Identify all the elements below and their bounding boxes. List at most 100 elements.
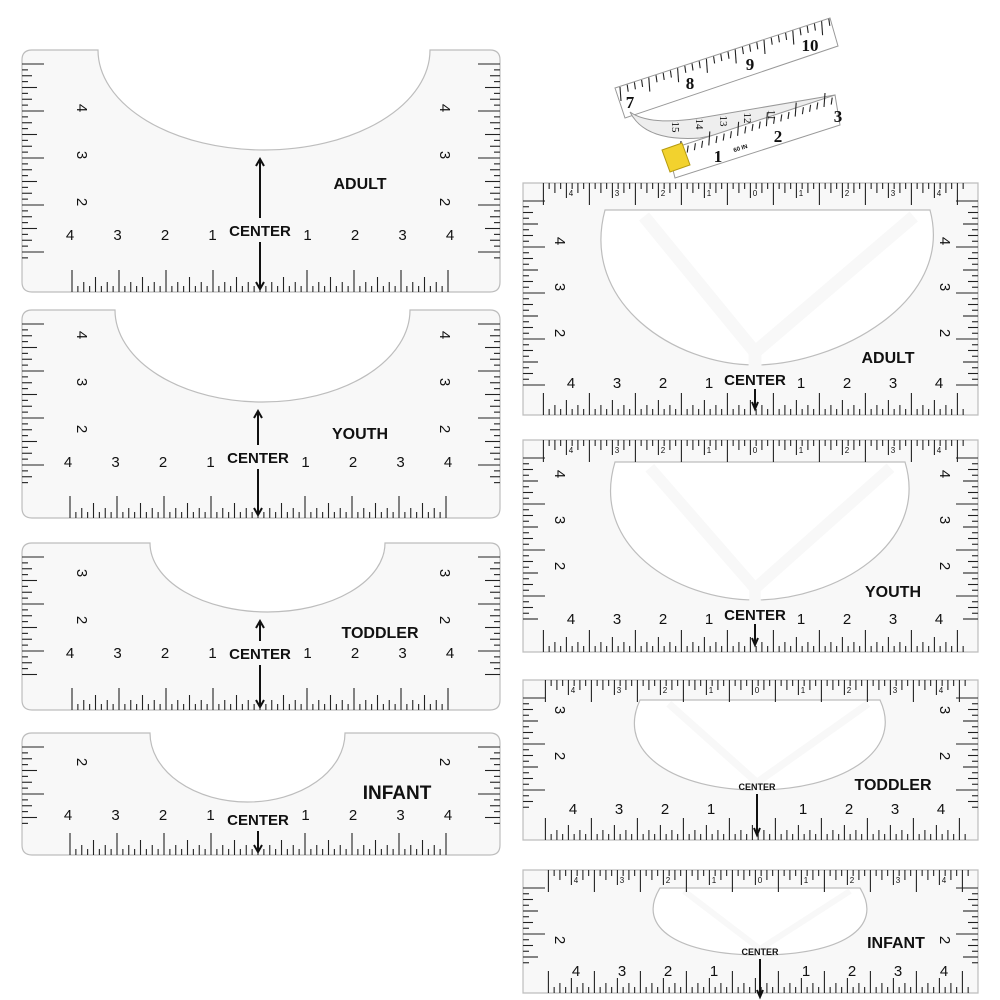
tape-number: 11: [765, 110, 777, 121]
scale-number: 4: [446, 227, 454, 244]
tape-tick: [816, 102, 819, 110]
tape-tick: [799, 28, 802, 36]
top-scale-number: 2: [663, 686, 668, 695]
scale-number: 1: [799, 801, 807, 818]
size-label: YOUTH: [332, 426, 388, 443]
scale-number: 4: [446, 645, 454, 662]
scale-number: 3: [398, 645, 406, 662]
tape-metal-tip: [661, 142, 691, 173]
scale-number: 1: [710, 963, 718, 980]
tape-tick: [751, 123, 754, 132]
top-scale-number: 3: [893, 686, 898, 695]
tape-tick: [727, 51, 730, 59]
side-number: 3: [73, 569, 90, 577]
scale-number: 1: [301, 807, 309, 824]
size-label: YOUTH: [865, 584, 921, 601]
arrow-up-icon: [255, 618, 265, 641]
side-number: 4: [436, 331, 453, 339]
ruler-body: [21, 309, 501, 519]
scale-number: 4: [567, 375, 575, 392]
tape-number: 9: [746, 55, 755, 74]
scale-number: 3: [111, 807, 119, 824]
scale-number: 3: [396, 807, 404, 824]
top-scale-number: 2: [847, 686, 852, 695]
tape-number: 3: [834, 107, 843, 126]
scale-number: 3: [889, 375, 897, 392]
center-label: CENTER: [227, 450, 289, 467]
side-number: 4: [936, 237, 953, 245]
scale-number: 3: [894, 963, 902, 980]
tape-tick: [749, 44, 752, 52]
size-label: ADULT: [861, 350, 914, 367]
side-number: 2: [936, 329, 953, 337]
top-scale-number: 2: [666, 876, 671, 885]
top-scale-number: 4: [574, 876, 579, 885]
arrow-down-icon: [253, 469, 263, 518]
side-number: 3: [436, 378, 453, 386]
scale-number: 2: [659, 375, 667, 392]
tape-number: 14: [693, 119, 705, 131]
top-scale-number: 3: [615, 446, 620, 455]
tape-tick: [737, 121, 740, 136]
side-number: 2: [936, 936, 953, 944]
tape-tick: [720, 54, 723, 62]
size-label: TODDLER: [341, 625, 418, 642]
side-number: 3: [551, 283, 568, 291]
scale-number: 2: [351, 645, 359, 662]
side-number: 3: [73, 151, 90, 159]
scale-number: 3: [113, 227, 121, 244]
tape-number: 12: [741, 113, 753, 124]
tape-tick: [828, 18, 831, 26]
top-scale-number: 1: [804, 876, 809, 885]
ruler-body: [21, 732, 501, 856]
top-scale-number: 0: [758, 876, 763, 885]
top-scale-number: 1: [707, 446, 712, 455]
center-label: CENTER: [741, 947, 779, 957]
side-number: 3: [73, 378, 90, 386]
side-number: 3: [936, 516, 953, 524]
side-number: 3: [551, 706, 568, 714]
side-number: 4: [73, 104, 90, 112]
tape-tick: [633, 82, 636, 90]
side-number: 3: [551, 516, 568, 524]
tape-tick: [744, 126, 747, 134]
top-scale-number: 0: [755, 686, 760, 695]
arrow-down-icon: [753, 794, 761, 838]
scale-number: 1: [208, 645, 216, 662]
side-number: 3: [436, 151, 453, 159]
tape-tick: [741, 46, 744, 55]
top-scale-number: 1: [799, 446, 804, 455]
side-number: 2: [73, 616, 90, 624]
top-scale-number: 3: [896, 876, 901, 885]
scale-number: 4: [444, 807, 452, 824]
top-scale-number: 4: [937, 446, 942, 455]
tape-number: 2: [774, 127, 783, 146]
side-number: 2: [73, 198, 90, 206]
tape-number: 7: [626, 93, 635, 112]
scale-number: 2: [661, 801, 669, 818]
scale-number: 2: [351, 227, 359, 244]
tape-tick: [813, 23, 816, 31]
top-scale-number: 4: [937, 189, 942, 198]
side-number: 2: [436, 616, 453, 624]
tape-tick: [773, 116, 776, 124]
arrow-down-icon: [253, 831, 263, 855]
center-label: CENTER: [227, 812, 289, 829]
center-label: CENTER: [724, 372, 786, 389]
side-number: 4: [551, 237, 568, 245]
scale-number: 1: [802, 963, 810, 980]
arrow-down-icon: [255, 665, 265, 710]
tape-tick: [669, 70, 672, 78]
scale-number: 1: [208, 227, 216, 244]
scale-number: 2: [664, 963, 672, 980]
v-guide-bar: [682, 888, 852, 953]
tape-tick: [686, 145, 689, 153]
tape-tick: [655, 75, 658, 83]
size-label: TODDLER: [854, 777, 931, 794]
side-number: 4: [551, 470, 568, 478]
tape-tick: [830, 97, 833, 105]
tape-tick: [792, 30, 795, 45]
size-label: ADULT: [333, 176, 386, 193]
